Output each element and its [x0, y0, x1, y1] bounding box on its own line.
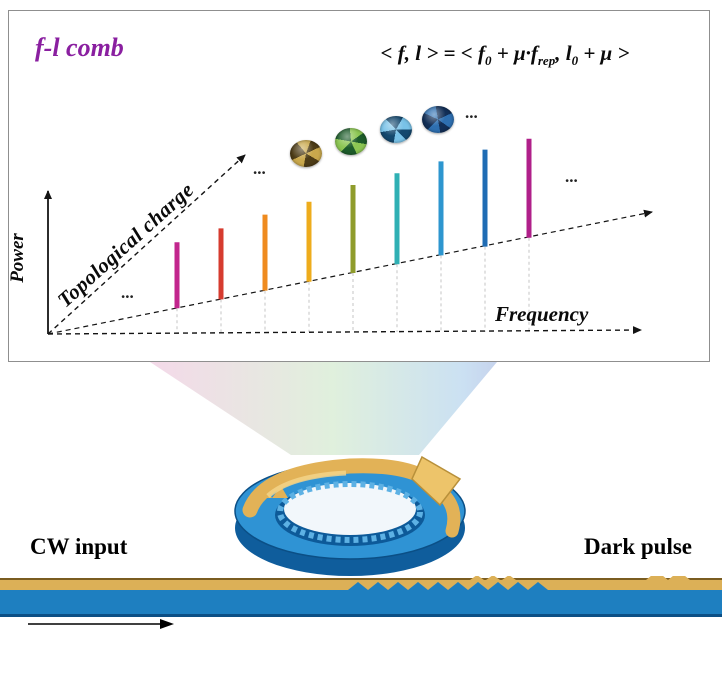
comb-baseline-axis [47, 209, 653, 335]
gold-highlight [266, 470, 347, 498]
dark-pulse-bumps [646, 576, 690, 580]
cw-input-label: CW input [30, 534, 128, 559]
ellipsis-mid-left: ... [253, 159, 266, 178]
ellipsis-left: ... [121, 283, 134, 302]
waveguide-top-edge [0, 578, 722, 580]
frequency-axis [47, 326, 642, 335]
gridlines-group [176, 237, 530, 332]
vortex-icon-cyan [380, 116, 412, 143]
formula-part: + μ > [578, 41, 630, 65]
comb-axes-svg [44, 138, 653, 335]
ring-hole [284, 483, 416, 535]
x-axis-label: Frequency [495, 302, 589, 326]
formula-part: + μ·f [491, 41, 538, 65]
ellipsis-mid-right: ... [465, 103, 478, 122]
microring-resonator [234, 455, 466, 576]
vortex-icon-green [335, 128, 367, 155]
grating-teeth [348, 582, 548, 590]
ring-gear-teeth [277, 481, 423, 543]
dark-pulse-label: Dark pulse [584, 534, 692, 559]
comb-panel: f-l comb < f, l > = < f0 + μ·frep, l0 + … [6, 10, 710, 362]
vortex-icon-navy [422, 106, 454, 133]
comb-lines-group [174, 138, 532, 309]
propagation-arrow-head [160, 619, 174, 629]
y-axis-label: Power [6, 233, 28, 283]
vortex-icon-brown [290, 140, 322, 167]
waveguide-bottom-edge [0, 614, 722, 617]
formula-sub-0: 0 [484, 53, 492, 69]
propagation-arrow [28, 619, 174, 629]
formula-part: < f, l > = < f [380, 41, 485, 65]
ellipsis-right: ... [565, 167, 578, 186]
formula-part: , l [555, 41, 572, 65]
waveguide-core [0, 590, 722, 614]
panel-title: f-l comb [35, 33, 124, 62]
formula-sub-rep: rep [537, 53, 556, 69]
ripple-bumps [470, 576, 516, 580]
topological-charge-axis [47, 154, 246, 335]
gold-flap [411, 455, 462, 507]
waveguide [0, 576, 722, 617]
formula-sub-0b: 0 [571, 53, 579, 69]
comb-formula: < f, l > = < f0 + μ·frep, l0 + μ > [307, 41, 703, 69]
